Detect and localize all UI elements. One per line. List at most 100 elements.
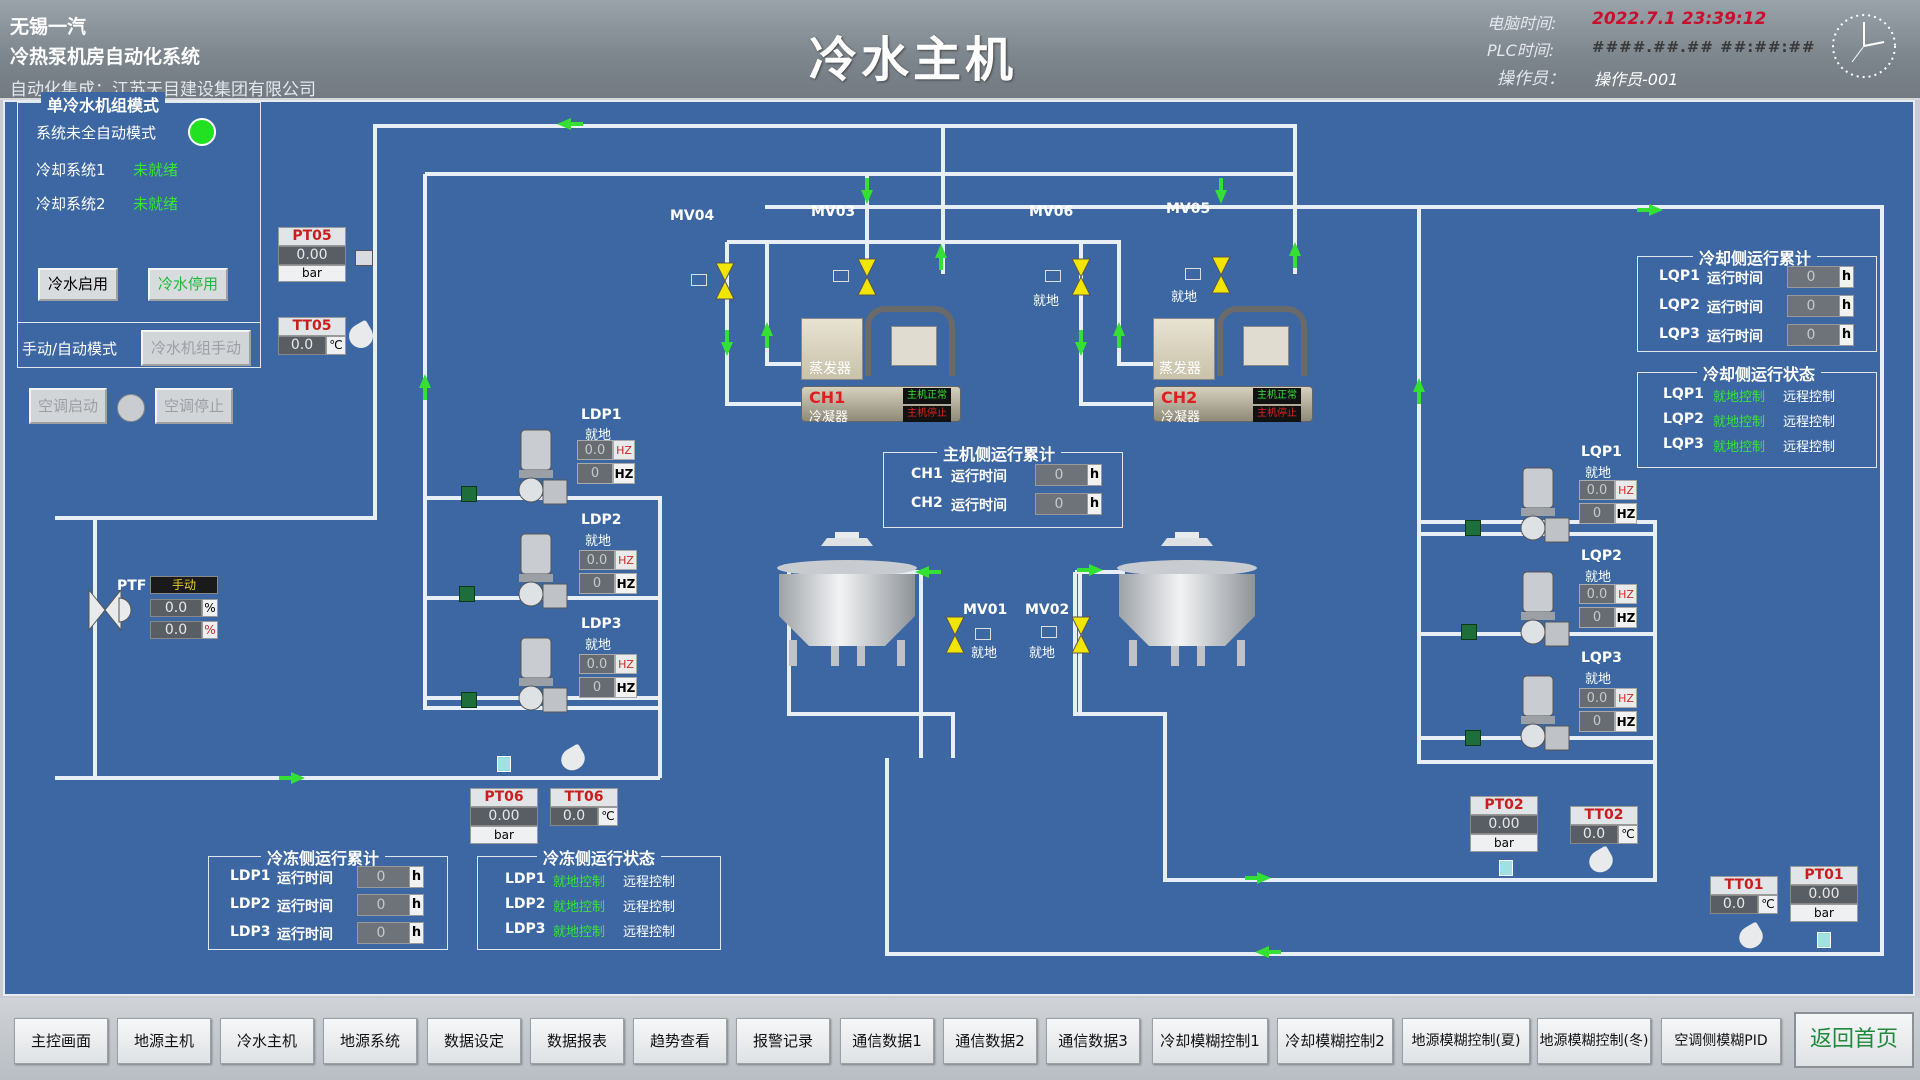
nav-ground-fuzzy-summer[interactable]: 地源模糊控制(夏) [1402, 1018, 1530, 1064]
mv04-actuator-icon [691, 274, 707, 286]
ptf-label: PTF [117, 578, 147, 594]
frz-ldp2-runtime-unit: h [409, 894, 424, 916]
tank-2-icon[interactable] [1115, 528, 1259, 668]
tt01-tag: TT01 [1710, 876, 1778, 895]
pc-time-label: 电脑时间: [1487, 14, 1557, 33]
frz-runtime-title: 冷冻侧运行累计 [261, 845, 386, 869]
mv06-label: MV06 [1029, 204, 1074, 220]
ldp1-set-value[interactable]: 0 [577, 463, 613, 484]
mv05-valve-icon[interactable] [1211, 256, 1231, 294]
nav-cooling-fuzzy-1[interactable]: 冷却模糊控制1 [1152, 1018, 1268, 1064]
frz-status-ldp3-name: LDP3 [505, 921, 546, 937]
pt01-unit: bar [1790, 904, 1858, 922]
nav-cooling-fuzzy-2[interactable]: 冷却模糊控制2 [1277, 1018, 1393, 1064]
analog-clock-icon [1832, 14, 1896, 78]
chiller-ch2[interactable]: 蒸发器 CH2 冷凝器 主机正常 主机停止 [1153, 302, 1313, 425]
cool-status-lqp2-local: 就地控制 [1713, 415, 1766, 430]
mv03-actuator-icon [833, 270, 849, 282]
ldp3-pump-icon[interactable] [515, 636, 569, 714]
mv06-valve-icon[interactable] [1071, 258, 1091, 296]
lqp1-set-value[interactable]: 0 [1579, 503, 1615, 524]
tt01-value: 0.0 [1710, 895, 1758, 914]
pt05-value: 0.00 [278, 246, 346, 265]
ldp2-label: LDP2 [581, 512, 622, 528]
nav-data-settings[interactable]: 数据设定 [427, 1018, 521, 1064]
plc-time-value: ####.##.## ##:##:## [1592, 38, 1816, 56]
chw-enable-button[interactable]: 冷水启用 [38, 268, 118, 301]
ldp1-set-unit: HZ [613, 463, 635, 484]
mv03-valve-icon[interactable] [857, 258, 877, 296]
ldp2-pump-icon[interactable] [515, 532, 569, 610]
lqp1-pump-icon[interactable] [1517, 466, 1571, 544]
frz-ldp1-name: LDP1 [230, 868, 271, 884]
nav-trend-view[interactable]: 趋势查看 [633, 1018, 727, 1064]
ptf-value-2: 0.0 [150, 621, 202, 639]
nav-chiller-host[interactable]: 冷水主机 [220, 1018, 314, 1064]
mv04-valve-icon[interactable] [715, 262, 735, 300]
host-ch1-label: 运行时间 [951, 469, 1007, 485]
ptf-value-1: 0.0 [150, 599, 202, 617]
frz-status-title: 冷冻侧运行状态 [537, 845, 662, 869]
lqp3-set-value[interactable]: 0 [1579, 711, 1615, 732]
nav-comm-data-2[interactable]: 通信数据2 [943, 1018, 1037, 1064]
mv02-valve-icon[interactable] [1071, 616, 1091, 654]
pt01-value: 0.00 [1790, 885, 1858, 904]
process-diagram: 单冷水机组模式 系统未全自动模式 冷却系统1 未就绪 冷却系统2 未就绪 冷水启… [3, 92, 1915, 996]
operator-name: 操作员-001 [1594, 70, 1679, 89]
chw-disable-button[interactable]: 冷水停用 [148, 268, 228, 301]
nav-alarm-log[interactable]: 报警记录 [736, 1018, 830, 1064]
nav-main-screen[interactable]: 主控画面 [14, 1018, 108, 1064]
lqp3-pump-icon[interactable] [1517, 674, 1571, 752]
cool-lqp3-runtime-unit: h [1839, 324, 1854, 346]
ch2-name: CH2 [1161, 388, 1198, 407]
lqp2-pump-icon[interactable] [1517, 570, 1571, 648]
cool-status-lqp1-remote: 远程控制 [1783, 390, 1836, 405]
cool-lqp1-runtime-unit: h [1839, 266, 1854, 288]
ldp3-set-value[interactable]: 0 [579, 677, 615, 698]
nav-ground-source-system[interactable]: 地源系统 [323, 1018, 417, 1064]
tt05-tag: TT05 [278, 317, 346, 336]
host-ch2-runtime-unit: h [1087, 493, 1102, 515]
unit-manual-button[interactable]: 冷水机组手动 [141, 330, 251, 366]
mode-divider [17, 322, 261, 323]
ac-stop-button[interactable]: 空调停止 [155, 388, 233, 424]
chiller-ch1[interactable]: 蒸发器 CH1 冷凝器 主机正常 主机停止 [801, 302, 961, 425]
pt06-sensor-icon [497, 756, 511, 772]
nav-ground-fuzzy-winter[interactable]: 地源模糊控制(冬) [1537, 1018, 1651, 1064]
tank-1-icon[interactable] [775, 528, 919, 668]
return-home-button[interactable]: 返回首页 [1794, 1012, 1914, 1068]
nav-ground-source-host[interactable]: 地源主机 [117, 1018, 211, 1064]
mv01-valve-icon[interactable] [945, 616, 965, 654]
ldp2-set-value[interactable]: 0 [579, 573, 615, 594]
pt06-unit: bar [470, 826, 538, 844]
nav-ac-fuzzy-pid[interactable]: 空调侧模糊PID [1661, 1018, 1781, 1064]
nav-comm-data-1[interactable]: 通信数据1 [840, 1018, 934, 1064]
ldp3-hz-unit: HZ [615, 654, 637, 674]
cool-lqp2-runtime-value: 0 [1806, 298, 1816, 314]
ch2-stop-indicator: 主机停止 [1253, 406, 1301, 422]
ldp1-pump-icon[interactable] [515, 428, 569, 506]
ldp3-check-valve-icon [461, 692, 477, 708]
lqp2-check-valve-icon [1461, 624, 1477, 640]
cool-status-lqp1-name: LQP1 [1663, 386, 1704, 402]
lqp1-local: 就地 [1585, 466, 1612, 481]
cool-lqp1-name: LQP1 [1659, 268, 1700, 284]
ptf-valve-icon[interactable] [85, 588, 139, 632]
nav-comm-data-3[interactable]: 通信数据3 [1046, 1018, 1140, 1064]
lqp2-set-value[interactable]: 0 [1579, 607, 1615, 628]
ac-start-button[interactable]: 空调启动 [29, 388, 107, 424]
nav-data-report[interactable]: 数据报表 [530, 1018, 624, 1064]
cool-lqp3-name: LQP3 [1659, 326, 1700, 342]
pipe-network [55, 118, 1884, 958]
cool-status-title: 冷却侧运行状态 [1697, 361, 1822, 385]
cool-lqp1-runtime-value: 0 [1806, 269, 1816, 285]
ch1-run-indicator: 主机正常 [903, 388, 951, 404]
cool-status-lqp1-local: 就地控制 [1713, 390, 1766, 405]
ldp3-local: 就地 [585, 638, 612, 653]
